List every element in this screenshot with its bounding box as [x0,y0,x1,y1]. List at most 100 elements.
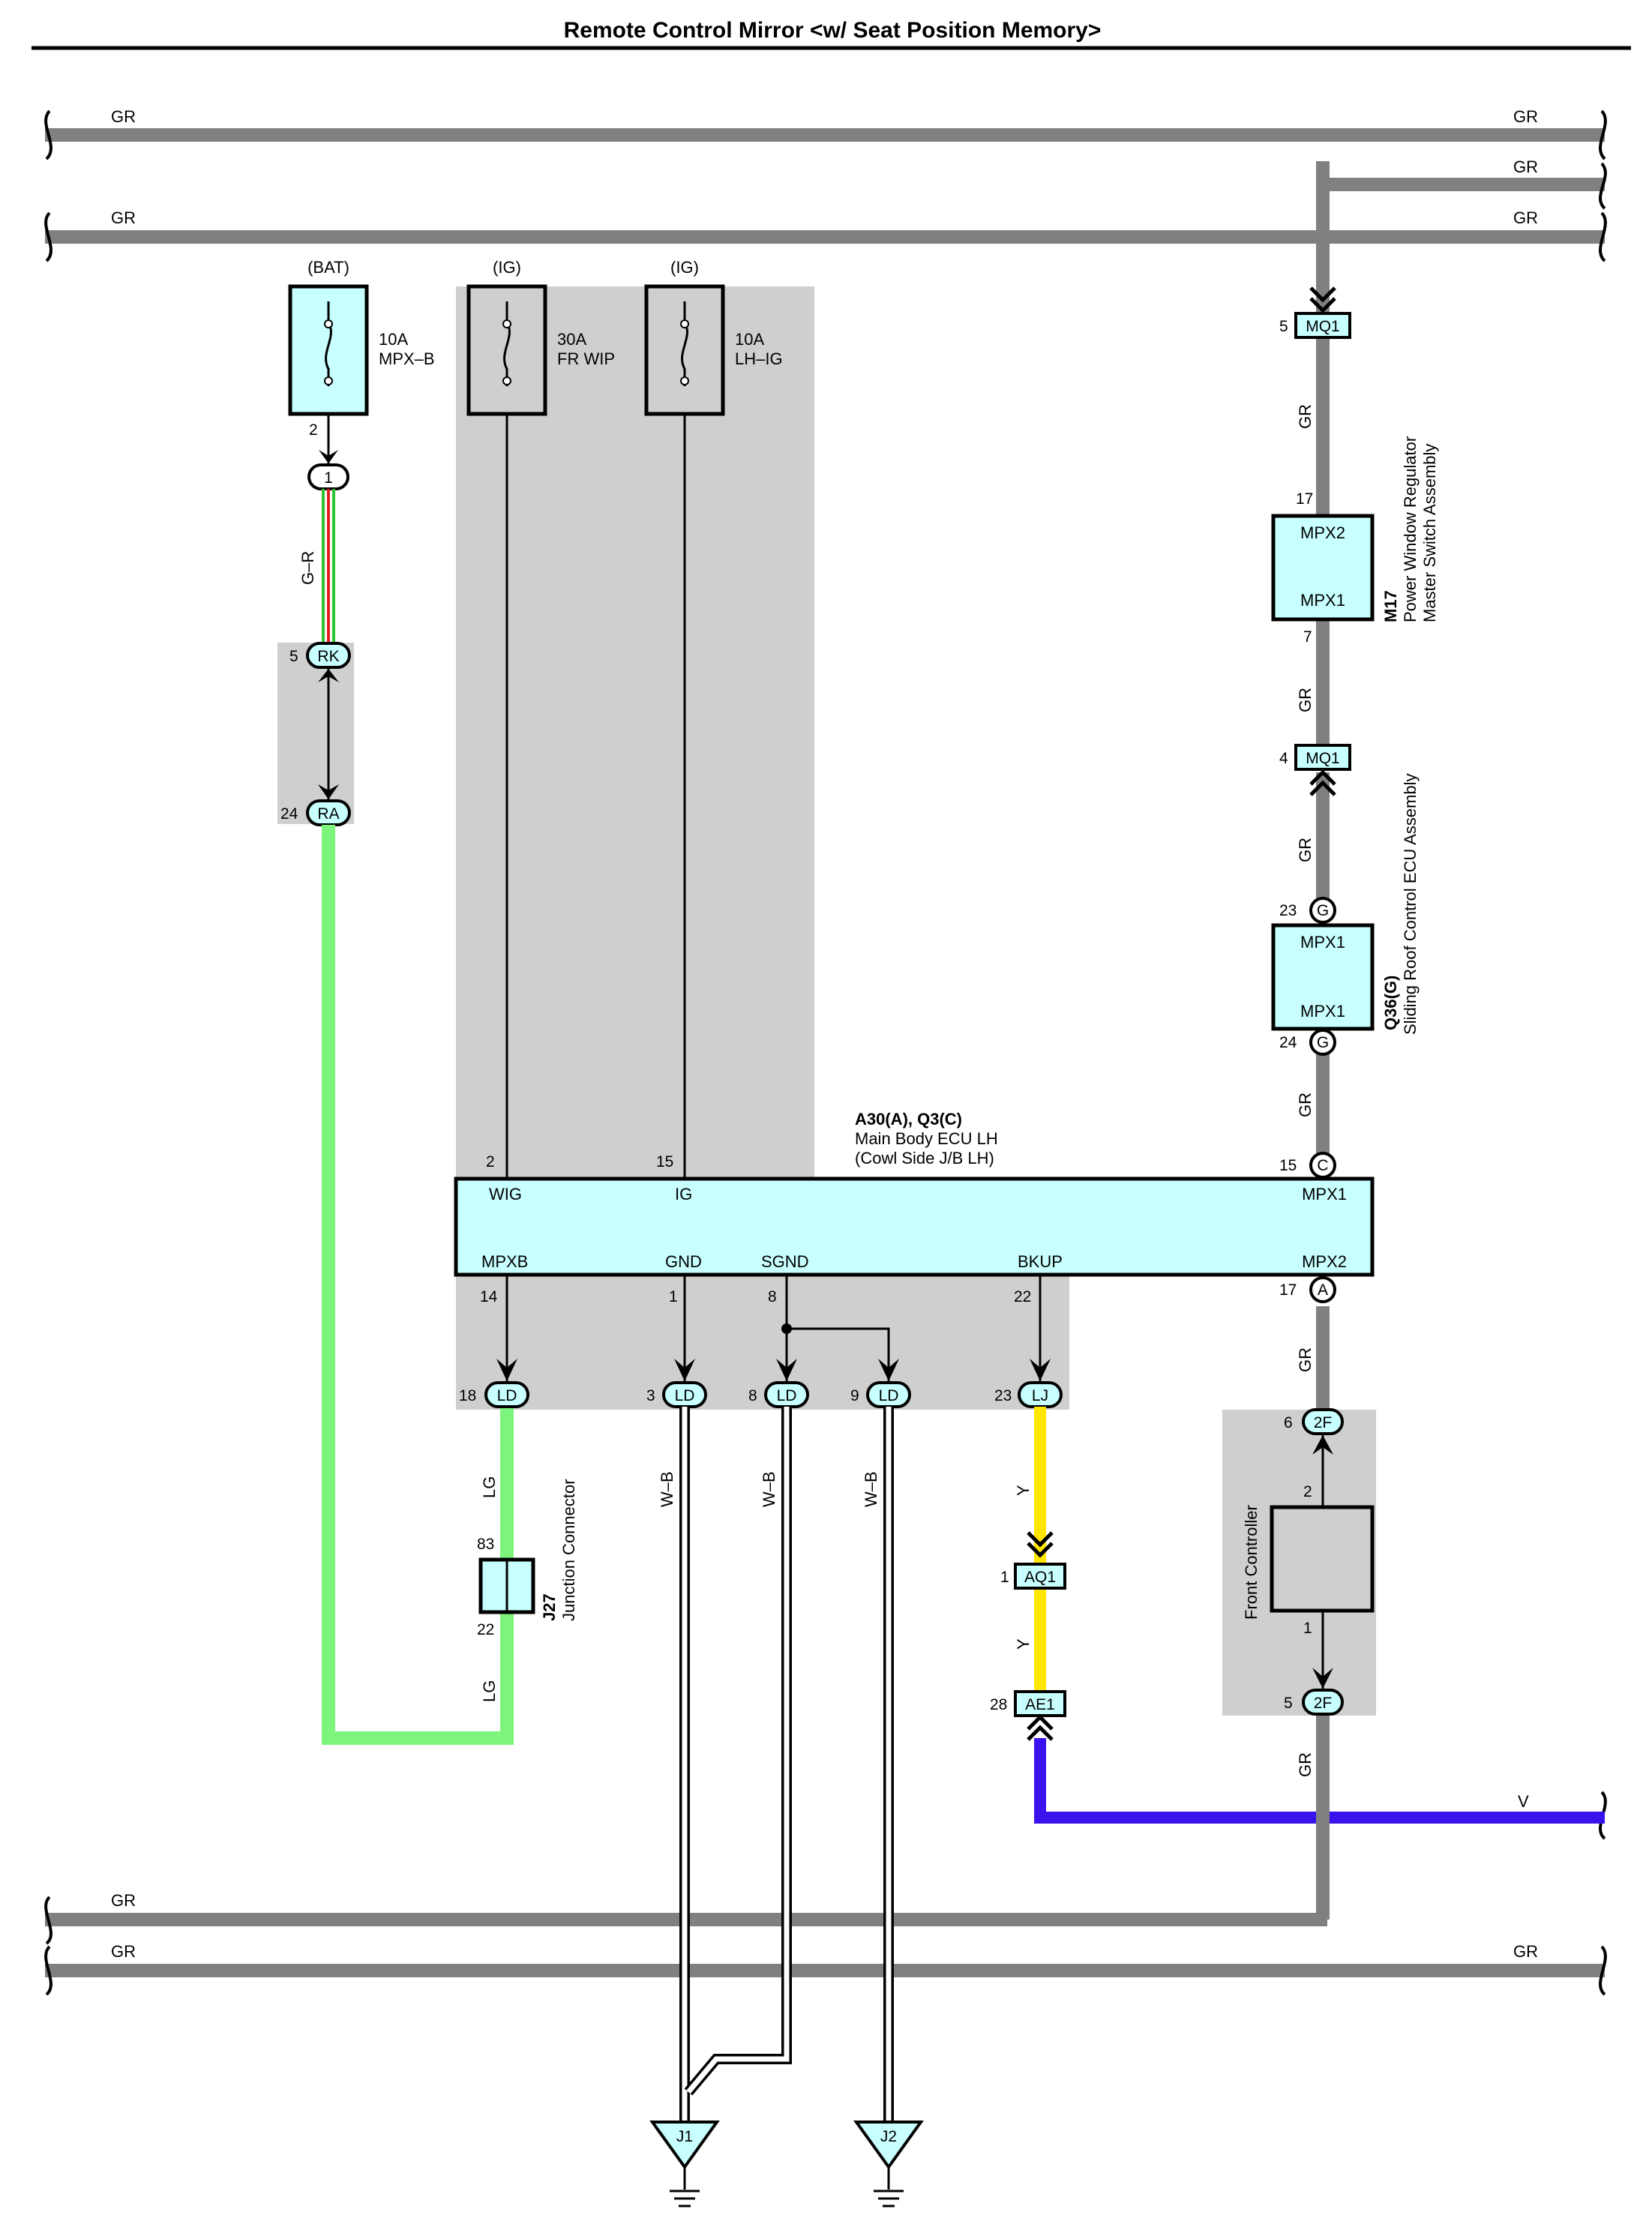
wire-label-ld-lg: LG [480,1476,499,1498]
ra-pin: 24 [280,805,298,823]
wire-label-right-1: GR [1296,404,1315,429]
q36-bot-conn: G [1317,1034,1329,1051]
q36-bot-pin: 24 [1279,1034,1297,1051]
ld-pin: 18 [459,1387,476,1404]
wire-label-wb-1: W–B [658,1471,676,1507]
ecu-pin-label-bkup: BKUP [1018,1252,1063,1271]
svg-text:LD: LD [497,1387,517,1404]
m17-top-pin: 17 [1296,490,1313,508]
ld-pin: 3 [646,1387,655,1404]
ae1-chevron [1027,1714,1054,1741]
wires-w-b [679,1407,894,2122]
connector-aq1: AQ1 1 [1000,1563,1066,1590]
ecu-code: A30(A), Q3(C) [855,1110,962,1128]
svg-text:LD: LD [777,1387,797,1404]
q36-name: Sliding Roof Control ECU Assembly [1401,774,1420,1035]
fuse-source: (IG) [493,258,521,277]
svg-text:AE1: AE1 [1025,1696,1055,1713]
bus-label-top2-right: GR [1513,157,1538,176]
fuse-pin: 2 [309,421,318,439]
ecu-pin-label-mpxb: MPXB [481,1252,528,1271]
junction-connector-j27: 83 22 J27 Junction Connector [477,1479,578,1638]
m17-power-window-switch: 17 MPX2 MPX1 7 M17 Power Window Regulato… [1271,436,1439,646]
ecu-pin-num-wig: 2 [486,1153,495,1170]
bus-label-top3-left: GR [111,208,136,227]
ecu-pin-label-ig: IG [675,1185,692,1203]
bus-label-bot2-right: GR [1513,1942,1538,1961]
svg-text:1: 1 [324,469,333,487]
wire-label-v: V [1518,1792,1529,1811]
connector-rk: RK 5 [289,642,351,669]
wire-label-lg-bot: LG [480,1680,499,1702]
wire-g-r [322,489,335,643]
mq1-bot-pin: 4 [1279,750,1288,767]
connector-2f-top: 2F 6 [1284,1408,1344,1435]
q36-bot-label: MPX1 [1300,1002,1345,1021]
svg-text:AQ1: AQ1 [1024,1569,1056,1586]
ae1-pin: 28 [990,1696,1007,1713]
junction-pin-bot: 22 [477,1621,494,1638]
ecu-pin-num-mpx1: 15 [1279,1157,1297,1174]
mq1-top-pin: 5 [1279,318,1288,335]
m17-top-label: MPX2 [1300,523,1345,542]
wire-label-right-6: GR [1296,1752,1315,1777]
q36-top-label: MPX1 [1300,933,1345,952]
ecu-shade-lower [456,1275,1069,1410]
sgnd-splice [781,1323,792,1334]
m17-bot-pin: 7 [1303,628,1312,646]
svg-text:A: A [1318,1281,1328,1299]
fuse-output-wires [327,414,686,1177]
svg-text:J2: J2 [880,2128,897,2145]
ecu-pin-num-ig: 15 [656,1153,673,1170]
m17-line2: Master Switch Assembly [1420,444,1439,622]
svg-text:J1: J1 [676,2128,693,2145]
bus-label-top3-right: GR [1513,208,1538,227]
m17-line1: Power Window Regulator [1401,436,1420,622]
fc-pin-top: 2 [1303,1483,1312,1500]
connector-mq1-top: MQ1 5 [1279,312,1351,339]
mq1-bot-chevron [1309,769,1336,796]
ecu-name: Main Body ECU LH [855,1129,998,1148]
wire-label-y-1: Y [1014,1485,1033,1496]
ld-arrows [496,1359,1051,1381]
fuse-rating: 10A [735,330,764,349]
aq1-chevron [1027,1531,1054,1558]
fc-pin-bot: 1 [1303,1620,1312,1637]
m17-code: M17 [1381,590,1400,622]
ecu-sub: (Cowl Side J/B LH) [855,1149,994,1167]
wire-label-right-4: GR [1296,1093,1315,1117]
svg-text:C: C [1317,1157,1328,1174]
q36-sliding-roof-ecu: G 23 MPX1 MPX1 G 24 Q36(G) Sliding Roof … [1271,774,1420,1056]
rk-pin: 5 [289,648,298,665]
diagram-title: Remote Control Mirror <w/ Seat Position … [564,18,1102,43]
q36-top-conn: G [1317,902,1329,919]
fuse-name: LH–IG [735,349,783,368]
bus-label-top1-right: GR [1513,107,1538,126]
m17-bot-label: MPX1 [1300,591,1345,610]
main-body-ecu: A30(A), Q3(C) Main Body ECU LH (Cowl Sid… [454,1110,1375,1305]
junction-name: Junction Connector [559,1479,578,1621]
ecu-pin-label-mpx2: MPX2 [1302,1252,1347,1271]
wire-label-right-5: GR [1296,1347,1315,1372]
wire-label-wb-3: W–B [862,1471,880,1507]
ra-arrow [318,784,339,799]
fuse-rating: 10A [379,330,408,349]
ecu-pin-num-bkup: 22 [1014,1288,1031,1305]
junction-code: J27 [540,1593,559,1621]
ecu-conn-a: A 17 [1279,1276,1336,1303]
connector-mq1-bot: MQ1 4 [1279,744,1351,771]
connector-2f-bot: 2F 5 [1284,1689,1344,1716]
fuse-source: (BAT) [307,258,349,277]
bus-label-bot2-left: GR [111,1942,136,1961]
wire-label-right-2: GR [1296,688,1315,712]
rk-arrow [318,669,339,682]
connector-ae1: AE1 28 [990,1690,1066,1717]
ld-pin: 8 [748,1387,757,1404]
front-controller: 2F 6 2 1 2F 5 Front Controller [1242,1408,1375,1716]
svg-text:RA: RA [317,805,339,823]
lj-pin: 23 [994,1387,1012,1404]
junction-pin-top: 83 [477,1536,494,1553]
fuse-name: MPX–B [379,349,435,368]
svg-text:2F: 2F [1314,1414,1333,1431]
svg-text:MQ1: MQ1 [1306,318,1340,335]
